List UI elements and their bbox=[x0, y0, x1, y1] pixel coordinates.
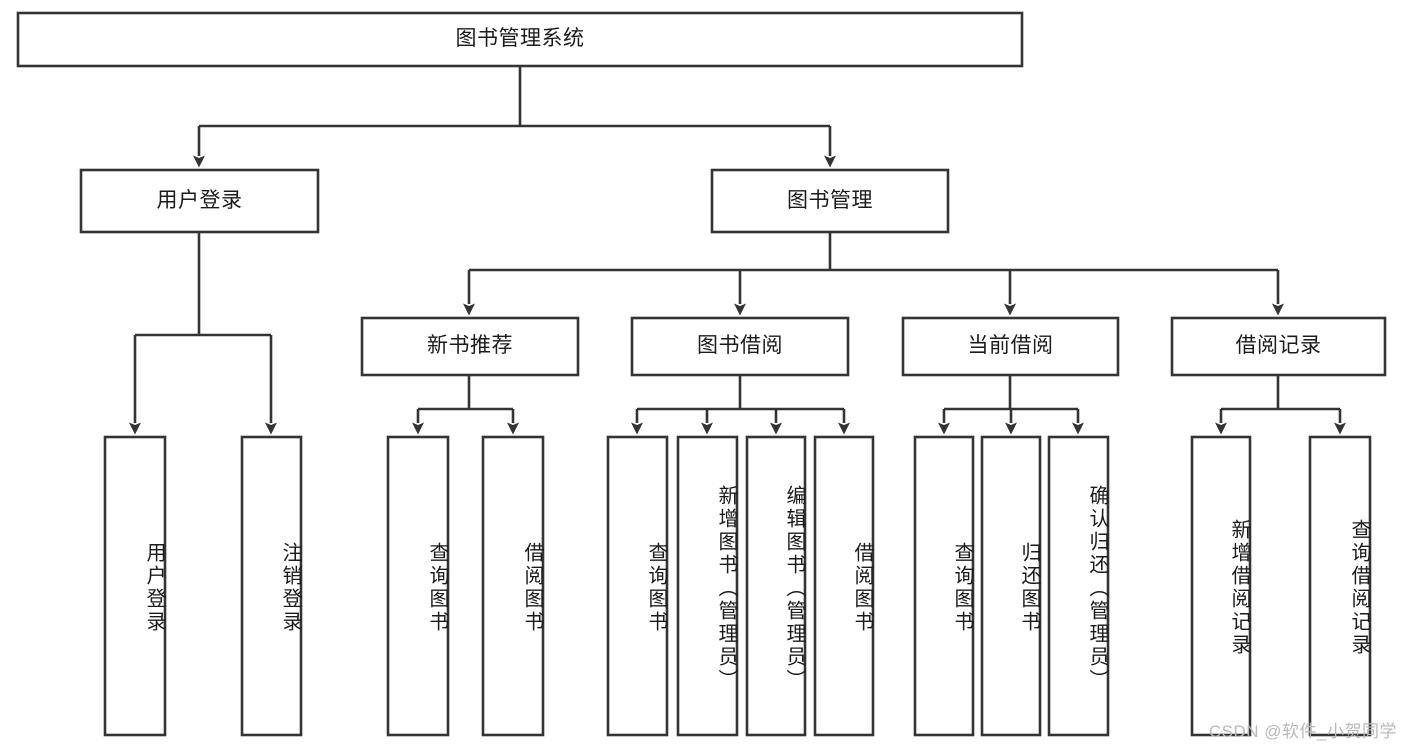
leaf-box-current-borrow-1[interactable] bbox=[980, 435, 1042, 737]
leaf-box-user-login-0[interactable] bbox=[103, 435, 167, 737]
node-box-borrow-record[interactable] bbox=[1170, 316, 1387, 377]
leaf-box-current-borrow-2[interactable] bbox=[1047, 435, 1110, 737]
node-box-user-login[interactable] bbox=[79, 168, 320, 234]
node-box-book-management[interactable] bbox=[710, 168, 950, 234]
leaf-box-book-borrow-1[interactable] bbox=[676, 435, 739, 737]
node-box-root[interactable] bbox=[16, 11, 1024, 68]
node-box-book-borrow[interactable] bbox=[630, 316, 850, 377]
leaf-box-borrow-record-0[interactable] bbox=[1190, 435, 1252, 737]
leaf-box-current-borrow-0[interactable] bbox=[913, 435, 975, 737]
leaf-box-book-borrow-2[interactable] bbox=[745, 435, 807, 737]
node-box-current-borrow[interactable] bbox=[901, 316, 1120, 377]
leaf-box-new-book-1[interactable] bbox=[481, 435, 545, 737]
leaf-box-book-borrow-3[interactable] bbox=[813, 435, 875, 737]
leaf-box-user-login-1[interactable] bbox=[240, 435, 303, 737]
leaf-box-borrow-record-1[interactable] bbox=[1308, 435, 1372, 737]
leaf-box-book-borrow-0[interactable] bbox=[606, 435, 669, 737]
node-box-new-book-recommend[interactable] bbox=[360, 316, 580, 377]
leaf-box-new-book-0[interactable] bbox=[386, 435, 450, 737]
